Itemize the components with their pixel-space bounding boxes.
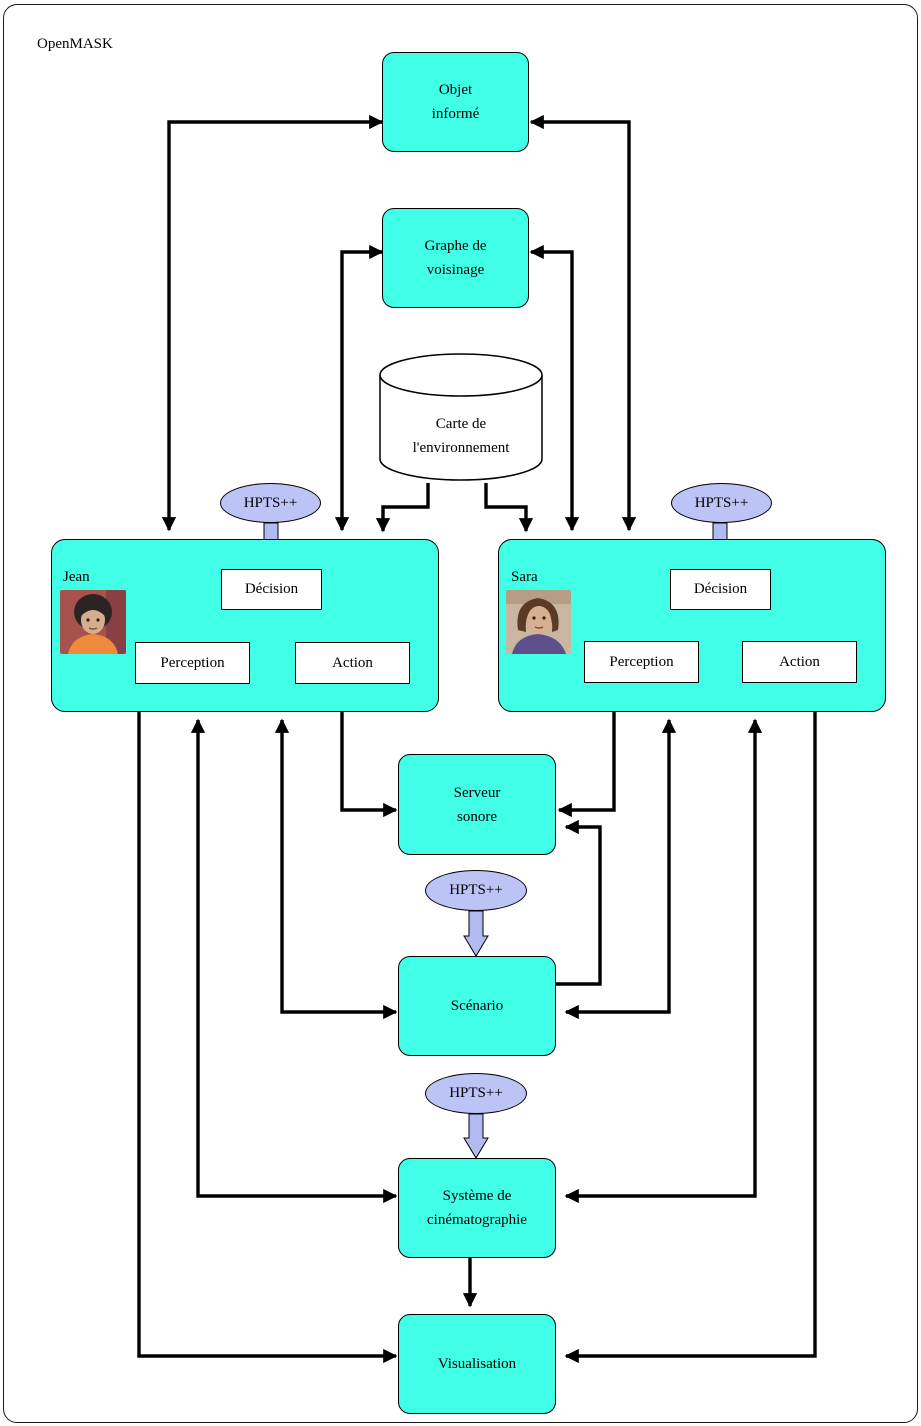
sara-action-box[interactable]: Action <box>742 641 857 683</box>
scenario-hpts-ellipse[interactable]: HPTS++ <box>425 870 527 911</box>
jean-perception-box[interactable]: Perception <box>135 642 250 684</box>
serveur-sonore-node[interactable]: Serveur sonore <box>398 754 556 855</box>
jean-hpts-ellipse[interactable]: HPTS++ <box>220 483 321 523</box>
sara-decision-box[interactable]: Décision <box>670 569 771 610</box>
cinema-hpts-ellipse[interactable]: HPTS++ <box>425 1073 527 1114</box>
conn-jean-visu <box>137 712 398 1364</box>
conn-sara-visu <box>564 712 817 1364</box>
conn-carte-sara <box>484 483 534 533</box>
scenario-hpts-arrow <box>463 910 489 957</box>
agent-jean-name: Jean <box>63 569 90 585</box>
conn-sara-cinema <box>564 718 763 1204</box>
jean-action-box[interactable]: Action <box>295 642 410 684</box>
frame-title: OpenMASK <box>37 36 113 52</box>
agent-sara-name: Sara <box>511 569 538 585</box>
cinema-hpts-arrow <box>463 1113 489 1159</box>
jean-decision-box[interactable]: Décision <box>221 569 322 610</box>
scenario-node[interactable]: Scénario <box>398 956 556 1056</box>
objet-informe-node[interactable]: Objet informé <box>382 52 529 152</box>
conn-jean-graphe <box>334 244 384 532</box>
carte-environnement-database[interactable] <box>378 352 544 488</box>
conn-scenario-serveur <box>556 819 602 986</box>
conn-carte-jean <box>375 483 430 533</box>
openmask-frame <box>3 4 918 1423</box>
jean-avatar-icon <box>60 590 126 654</box>
conn-jean-serveur <box>340 712 398 818</box>
conn-sara-objet <box>529 114 637 532</box>
sara-perception-box[interactable]: Perception <box>584 641 699 683</box>
systeme-cinematographie-node[interactable]: Système de cinématographie <box>398 1158 556 1258</box>
carte-environnement-label: Carte de l'environnement <box>412 416 510 456</box>
visualisation-node[interactable]: Visualisation <box>398 1314 556 1414</box>
sara-hpts-ellipse[interactable]: HPTS++ <box>671 483 772 523</box>
graphe-voisinage-node[interactable]: Graphe de voisinage <box>382 208 529 308</box>
conn-jean-cinema <box>190 718 398 1204</box>
sara-avatar-icon <box>506 590 571 654</box>
conn-sara-graphe <box>529 244 580 532</box>
conn-sara-scenario <box>564 718 677 1020</box>
conn-jean-objet <box>161 114 384 532</box>
conn-jean-scenario <box>274 718 398 1020</box>
conn-sara-serveur <box>557 712 616 818</box>
